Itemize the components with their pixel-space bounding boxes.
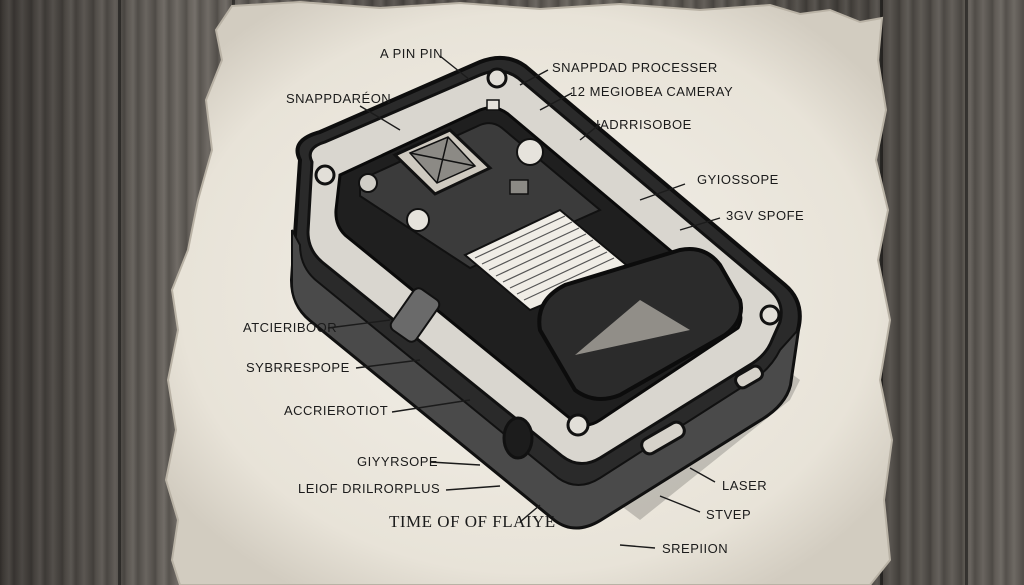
side-port bbox=[389, 287, 441, 343]
label-megiobea-cameray: 12 MEGIOBEA CAMERAY bbox=[570, 84, 734, 99]
plank-seam bbox=[965, 0, 968, 585]
side-port bbox=[734, 364, 764, 390]
side-port bbox=[640, 420, 686, 456]
label-sybrrespope: SYBRRESPOPE bbox=[246, 360, 350, 375]
label-snappdad-processer: SNAPPDAD PROCESSER bbox=[552, 60, 718, 75]
screw-icon bbox=[314, 164, 336, 186]
component-circle bbox=[406, 208, 430, 232]
component-circle bbox=[516, 138, 544, 166]
device-side-band bbox=[291, 229, 800, 529]
label-gyiossope: GYIOSSOPE bbox=[697, 172, 779, 187]
label-iadrrisoboe: IADRRISOBOE bbox=[596, 117, 692, 132]
label-accrierotiot: ACCRIEROTIOT bbox=[284, 403, 389, 418]
label-time-of-flaiye: TIME OF OF FLAIYE bbox=[389, 512, 556, 531]
label-laser: LASER bbox=[722, 478, 768, 493]
label-3gv-spofe: 3GV SPOFE bbox=[726, 208, 805, 223]
label-stvep: STVEP bbox=[706, 507, 752, 522]
label-giyyrsope: GIYYRSOPE bbox=[357, 454, 439, 469]
label-a-pin-pin: A PIN PIN bbox=[380, 46, 444, 61]
label-leiof-drilrorplus: LEIOF DRILRORPLUS bbox=[298, 481, 441, 496]
label-srepiion: SREPIION bbox=[662, 541, 729, 556]
screw-icon bbox=[759, 304, 781, 326]
side-port bbox=[502, 416, 534, 460]
screw-icon bbox=[486, 67, 508, 89]
label-atcieriboor: ATCIERIBOOR bbox=[243, 320, 338, 335]
screw-icon bbox=[566, 413, 590, 437]
plank-seam bbox=[118, 0, 121, 585]
label-snappdaron: SNAPPDARÉON bbox=[286, 91, 392, 106]
component-circle bbox=[358, 173, 378, 193]
